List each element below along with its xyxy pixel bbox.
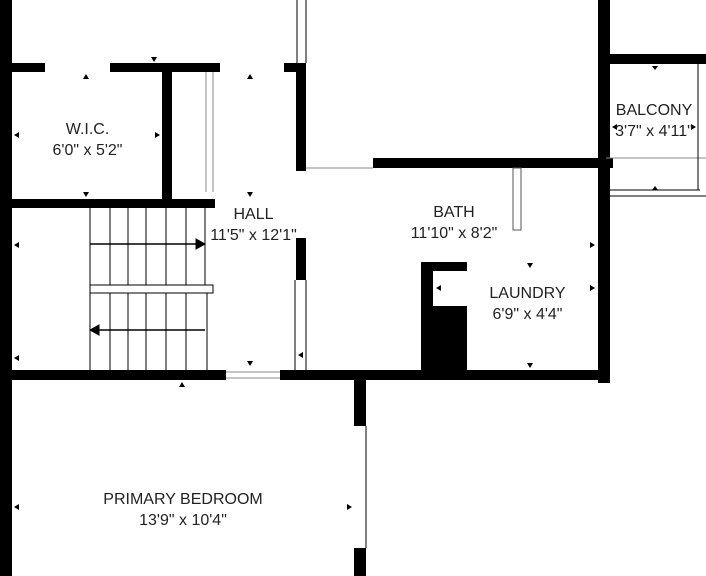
wall-balcony-top — [610, 54, 706, 64]
thin-lines — [205, 0, 706, 548]
room-size-balcony: 3'7" x 4'11" — [615, 123, 693, 140]
room-label-hall: HALL 11'5" x 12'1" — [196, 204, 311, 246]
stairs-arrow-right-icon — [195, 238, 207, 250]
room-name-wic: W.I.C. — [65, 121, 110, 138]
wall-bedroom-right-lower — [354, 548, 366, 576]
wall-hall-top-right — [284, 63, 306, 72]
wall-bedroom-right-upper — [354, 380, 366, 426]
wall-hall-bottom-right — [280, 370, 610, 380]
room-name-hall: HALL — [233, 206, 274, 223]
wall-hall-right-upper — [296, 63, 306, 171]
wall-laundry-top — [421, 262, 467, 271]
room-size-laundry: 6'9" x 4'4" — [492, 306, 563, 323]
room-name-balcony: BALCONY — [615, 102, 693, 119]
laundry-block — [421, 306, 467, 372]
room-size-hall: 11'5" x 12'1" — [210, 227, 297, 244]
wall-hall-right-lower — [296, 238, 306, 280]
wall-laundry-left — [421, 262, 433, 308]
wall-wic-top-left — [0, 63, 45, 72]
room-label-laundry: LAUNDRY 6'9" x 4'4" — [470, 283, 585, 325]
dimension-markers — [14, 57, 696, 510]
room-label-balcony: BALCONY 3'7" x 4'11" — [606, 100, 702, 142]
room-name-laundry: LAUNDRY — [489, 285, 566, 302]
room-size-primary-bedroom: 13'9" x 10'4" — [139, 512, 227, 529]
stairs-arrow-icon — [88, 324, 100, 336]
room-size-wic: 6'0" x 5'2" — [52, 142, 123, 159]
wall-wic-bottom — [0, 199, 215, 208]
room-name-bath: BATH — [433, 204, 475, 221]
wall-bath-right — [598, 0, 610, 383]
stairs — [88, 208, 214, 370]
room-label-primary-bedroom: PRIMARY BEDROOM 13'9" x 10'4" — [73, 489, 293, 531]
wall-left-outer — [0, 0, 12, 576]
wall-bath-top — [373, 158, 613, 168]
room-label-bath: BATH 11'10" x 8'2" — [394, 202, 514, 244]
wall-hall-bottom-left — [0, 370, 226, 380]
wall-wic-right — [162, 63, 172, 207]
room-size-bath: 11'10" x 8'2" — [410, 225, 498, 242]
room-label-wic: W.I.C. 6'0" x 5'2" — [30, 119, 145, 161]
room-name-primary-bedroom: PRIMARY BEDROOM — [103, 491, 263, 508]
